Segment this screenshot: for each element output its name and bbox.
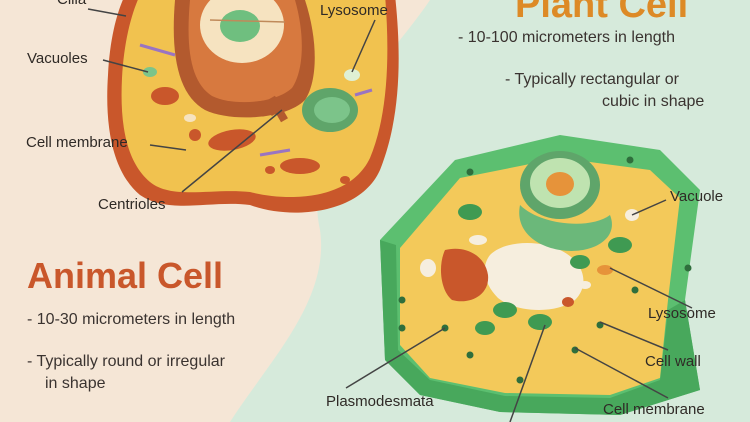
plant-vesicle-6 (579, 281, 591, 289)
plant-bullet-2: - Typically rectangular or (505, 71, 679, 88)
plant-nucleolus (546, 172, 574, 196)
animal-vesicle-2 (184, 114, 196, 122)
plant-chloroplast-3 (528, 314, 552, 330)
plant-chloroplast-6 (570, 255, 590, 269)
animal-vesicle-1 (189, 129, 201, 141)
animal-nucleus-line (209, 19, 286, 23)
animal-centriole-1 (267, 96, 295, 116)
animal-title: Animal Cell (27, 255, 224, 296)
animal-strand-1 (139, 43, 176, 57)
plant-label-lysosome: Lysosome (648, 305, 716, 322)
plant-chloroplast-2 (493, 302, 517, 318)
plant-plasmodesma-2 (398, 324, 406, 332)
plant-chloroplast-4 (608, 237, 632, 253)
animal-leader-vacuoles (102, 59, 149, 73)
animal-vesicle-4 (265, 166, 275, 174)
animal-vesicle-3 (344, 69, 360, 81)
animal-vesicle-5 (340, 176, 350, 184)
plant-bullet-3: cubic in shape (602, 93, 705, 110)
animal-label-vacuoles: Vacuoles (27, 50, 88, 67)
plant-label-cell-wall: Cell wall (645, 353, 701, 370)
animal-cell (87, 0, 399, 213)
plant-title: Plant Cell (515, 0, 689, 26)
animal-leader-cilia (87, 8, 127, 17)
plant-bullet-1: - 10-100 micrometers in length (458, 29, 675, 46)
plant-vesicle-5 (469, 235, 487, 245)
plant-leader-plasmodesmata (345, 327, 446, 389)
plant-label-vacuole: Vacuole (670, 188, 724, 205)
plant-er (519, 205, 612, 251)
animal-golgi-inner (314, 97, 350, 123)
animal-leader-centrioles (181, 109, 283, 193)
plant-cell (345, 135, 700, 422)
plant-plasmodesma-9 (684, 264, 692, 272)
animal-bullet-2: - Typically round or irregular (27, 353, 226, 370)
plant-plasmodesma-8 (631, 286, 639, 294)
animal-mitochondrion-1 (151, 87, 179, 105)
animal-vacuole-1 (143, 67, 157, 77)
animal-label-lysosome: Lysosome (320, 2, 388, 19)
animal-centriole-2 (268, 95, 288, 123)
plant-vesicle-3 (597, 265, 613, 275)
plant-golgi (440, 248, 489, 302)
animal-strand-3 (259, 148, 291, 157)
plant-plasmodesma-4 (466, 351, 474, 359)
animal-label-cilia: Cilia (57, 0, 86, 9)
animal-label-cell-membrane: Cell membrane (26, 134, 128, 151)
animal-bullet-1: - 10-30 micrometers in length (27, 311, 236, 328)
plant-leader-extra (509, 324, 546, 422)
plant-vesicle-2 (420, 259, 436, 277)
animal-strand-2 (354, 88, 373, 97)
plant-plasmodesma-11 (626, 156, 634, 164)
plant-chloroplast-1 (458, 204, 482, 220)
animal-bullet-3: in shape (45, 375, 106, 392)
plant-leader-cellwall (599, 321, 669, 351)
plant-vacuole (484, 243, 584, 310)
animal-mitochondrion-2 (208, 129, 256, 151)
plant-plasmodesma-1 (398, 296, 406, 304)
plant-plasmodesma-10 (466, 168, 474, 176)
animal-leader-membrane (149, 144, 187, 151)
plant-leader-lysosome (609, 267, 693, 309)
plant-label-plasmodesmata: Plasmodesmata (326, 393, 434, 410)
animal-nucleolus (220, 10, 260, 42)
animal-label-centrioles: Centrioles (98, 196, 166, 213)
animal-leader-lysosome (351, 19, 376, 73)
plant-vesicle-4 (562, 297, 574, 307)
plant-plasmodesma-5 (516, 376, 524, 384)
animal-mitochondrion-3 (280, 158, 320, 174)
plant-leader-membrane (574, 347, 669, 399)
plant-leader-vacuole (631, 199, 667, 216)
plant-chloroplast-5 (475, 321, 495, 335)
plant-label-cell-membrane: Cell membrane (603, 401, 705, 418)
